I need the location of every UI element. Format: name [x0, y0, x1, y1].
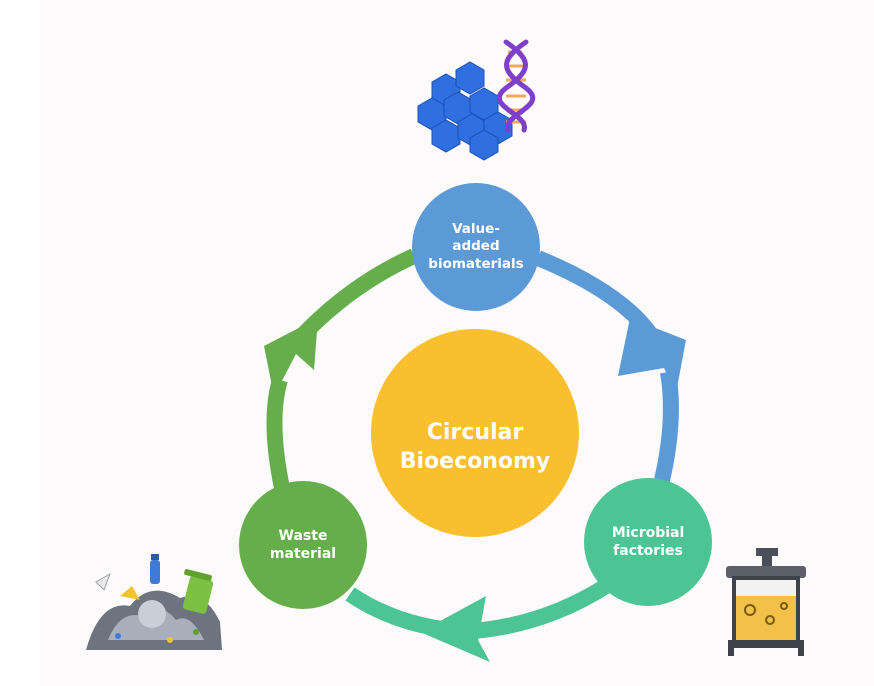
- waste-label-line2: material: [269, 546, 337, 562]
- arrow-blue-tail: [654, 370, 679, 482]
- center-label-line2: Bioeconomy: [399, 449, 551, 474]
- center-circle: [371, 329, 579, 537]
- bioreactor-icon: [726, 548, 806, 656]
- arrow-green-tail: [294, 248, 418, 344]
- microbial-label-line1: Microbial: [611, 524, 685, 541]
- dna-hexagon-icon: [417, 39, 536, 161]
- biomaterials-label-line3: biomaterials: [428, 255, 524, 272]
- biomaterials-label-line1: Value-: [452, 220, 500, 237]
- arrow-teal-tail: [345, 587, 471, 640]
- node-microbial-factories: [584, 478, 712, 606]
- waste-pile-icon: [86, 554, 222, 650]
- microbial-factories-label: Microbial factories: [584, 478, 712, 606]
- arrow-waste-to-biomaterials: [266, 377, 290, 490]
- node-waste-material: [239, 481, 367, 609]
- biomaterials-label: Value- added biomaterials: [412, 188, 540, 306]
- waste-material-label: Waste material: [238, 484, 368, 606]
- biomaterials-label-line2: added: [452, 238, 500, 255]
- microbial-label-line2: factories: [613, 543, 683, 559]
- center-label-line1: Circular: [426, 420, 524, 446]
- waste-label-line1: Waste: [278, 527, 328, 544]
- node-biomaterials: [412, 183, 540, 311]
- center-label: Circular Bioeconomy: [370, 354, 580, 542]
